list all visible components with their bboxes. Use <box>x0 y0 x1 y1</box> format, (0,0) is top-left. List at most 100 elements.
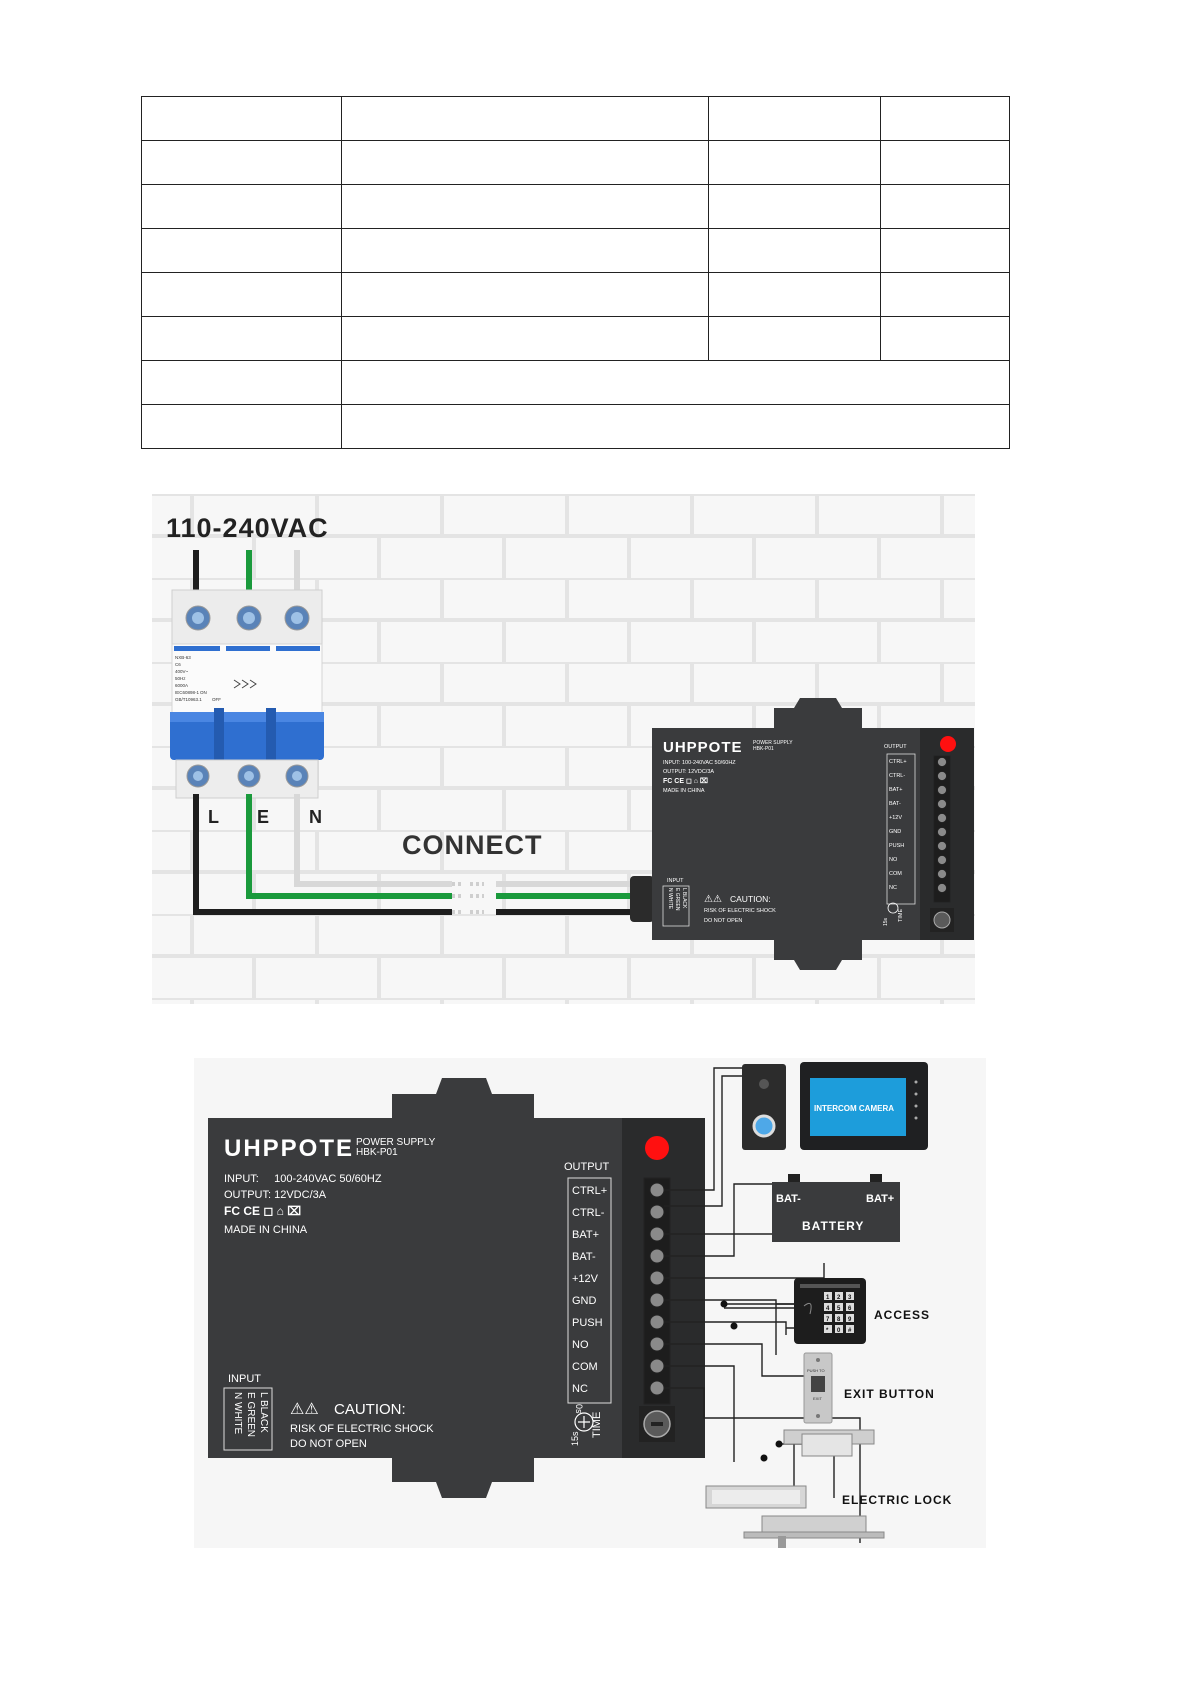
wire-junction <box>775 1440 783 1448</box>
table-cell <box>341 272 709 317</box>
wire-junction <box>730 1322 738 1330</box>
breaker-print: NXB-63 <box>175 655 191 660</box>
psu-cert-marks: FC CE ◻ ⌂ ⌧ <box>663 777 708 785</box>
breaker-print: OFF <box>212 697 221 702</box>
timer-max: 0s <box>574 1404 584 1414</box>
access-label: ACCESS <box>874 1308 930 1322</box>
table-cell <box>341 316 709 361</box>
psu-cert-marks: FC CE ◻ ⌂ ⌧ <box>224 1204 301 1218</box>
warning-icon: ⚠⚠ <box>290 1401 319 1418</box>
table-cell <box>708 272 881 317</box>
output-wiring-diagram: UHPPOTE POWER SUPPLY HBK-P01 INPUT: 100-… <box>194 1058 986 1548</box>
battery-neg-label: BAT- <box>776 1193 801 1205</box>
output-terminal-label: +12V <box>889 815 902 821</box>
timer-min: 15s <box>883 917 889 926</box>
table-cell <box>708 228 881 273</box>
keypad-key: 0 <box>837 1328 841 1334</box>
table-cell <box>880 272 1010 317</box>
caution-line1: RISK OF ELECTRIC SHOCK <box>704 908 776 914</box>
earth-wire-out <box>246 794 452 899</box>
exit-button: PUSH TO EXIT <box>803 1352 833 1424</box>
output-terminal-label: COM <box>889 871 902 877</box>
table-row <box>141 228 1010 273</box>
output-terminal-label: BAT- <box>889 801 901 807</box>
keypad-key: 2 <box>837 1295 841 1301</box>
table-cell <box>880 316 1010 361</box>
bolt-lock <box>743 1515 885 1548</box>
output-title: OUTPUT <box>884 744 907 750</box>
table-cell <box>708 184 881 229</box>
timer-label: TIME <box>898 909 904 922</box>
battery: BAT- BAT+ BATTERY <box>772 1174 900 1242</box>
breaker-print: 400V~ <box>175 669 189 674</box>
table-row <box>141 140 1010 185</box>
table-cell <box>341 228 709 273</box>
timer-knob <box>933 911 951 929</box>
table-row <box>141 360 1010 405</box>
table-cell <box>141 360 342 405</box>
psu-input-spec: INPUT: 100-240VAC 50/60HZ <box>224 1173 382 1185</box>
output-title: OUTPUT <box>564 1161 610 1173</box>
battery-label: BATTERY <box>802 1219 864 1233</box>
psu-output-spec: OUTPUT: 12VDC/3A <box>663 769 714 775</box>
input-wire-label: E GREEN <box>674 888 680 911</box>
keypad-key: 5 <box>837 1306 841 1312</box>
neutral-wire-out <box>294 794 452 887</box>
breaker-print: 6000A <box>175 683 188 688</box>
exit-plate-bottom: EXIT <box>813 1396 822 1401</box>
terminal-label-n: N <box>309 807 322 827</box>
caution-title: CAUTION: <box>334 1401 406 1418</box>
output-terminal-label: NC <box>889 885 897 891</box>
table-cell <box>880 228 1010 273</box>
table-cell <box>141 404 342 449</box>
output-terminal-label: PUSH <box>572 1317 603 1329</box>
output-terminal-label: CTRL+ <box>572 1185 607 1197</box>
output-terminal-label: BAT+ <box>572 1229 599 1241</box>
psu-input-spec: INPUT: 100-240VAC 50/60HZ <box>663 760 736 766</box>
output-terminal-label: CTRL- <box>572 1207 605 1219</box>
keypad-key: 6 <box>848 1306 852 1312</box>
psu-made-in: MADE IN CHINA <box>663 788 705 794</box>
power-supply-unit: UHPPOTE POWER SUPPLY HBK-P01 INPUT: 100-… <box>652 698 974 970</box>
magnetic-lock <box>705 1485 807 1509</box>
wire-junction <box>760 1454 768 1462</box>
keypad-key: 9 <box>848 1317 852 1323</box>
keypad-key: * <box>826 1328 829 1334</box>
timer-label: TIME <box>591 1412 603 1438</box>
keypad-key: 7 <box>826 1317 830 1323</box>
psu-made-in: MADE IN CHINA <box>224 1224 308 1236</box>
breaker-print: C6 <box>175 662 181 667</box>
terminal-block <box>933 755 951 903</box>
terminal-label-e: E <box>257 807 269 827</box>
connect-label: CONNECT <box>402 830 543 860</box>
output-terminal-label: GND <box>889 829 901 835</box>
terminal-block <box>643 1177 671 1405</box>
keypad-key: 4 <box>826 1306 830 1312</box>
output-terminal-label: BAT- <box>572 1251 596 1263</box>
table-cell <box>341 184 709 229</box>
psu-model-line1: POWER SUPPLY <box>356 1137 436 1148</box>
table-cell <box>341 404 1010 449</box>
psu-output-spec: OUTPUT: 12VDC/3A <box>224 1189 327 1201</box>
electric-lock-label: ELECTRIC LOCK <box>842 1493 952 1507</box>
table-cell <box>141 96 342 141</box>
input-title: INPUT <box>228 1373 261 1385</box>
table-cell <box>880 140 1010 185</box>
table-cell <box>141 272 342 317</box>
keypad-key: 1 <box>826 1295 830 1301</box>
caution-line2: DO NOT OPEN <box>290 1438 367 1450</box>
keypad-key: # <box>848 1328 852 1334</box>
table-cell <box>141 140 342 185</box>
table-cell <box>141 316 342 361</box>
input-wire-label: N WHITE <box>232 1392 243 1435</box>
spec-table <box>141 96 1010 449</box>
table-cell <box>141 228 342 273</box>
caution-line2: DO NOT OPEN <box>704 918 742 924</box>
keypad-key: 3 <box>848 1295 852 1301</box>
output-terminal-label: BAT+ <box>889 787 903 793</box>
power-supply-unit-large: UHPPOTE POWER SUPPLY HBK-P01 INPUT: 100-… <box>208 1078 705 1498</box>
table-cell <box>708 316 881 361</box>
table-cell <box>708 140 881 185</box>
psu-brand: UHPPOTE <box>224 1135 354 1162</box>
output-terminal-label: CTRL+ <box>889 759 907 765</box>
